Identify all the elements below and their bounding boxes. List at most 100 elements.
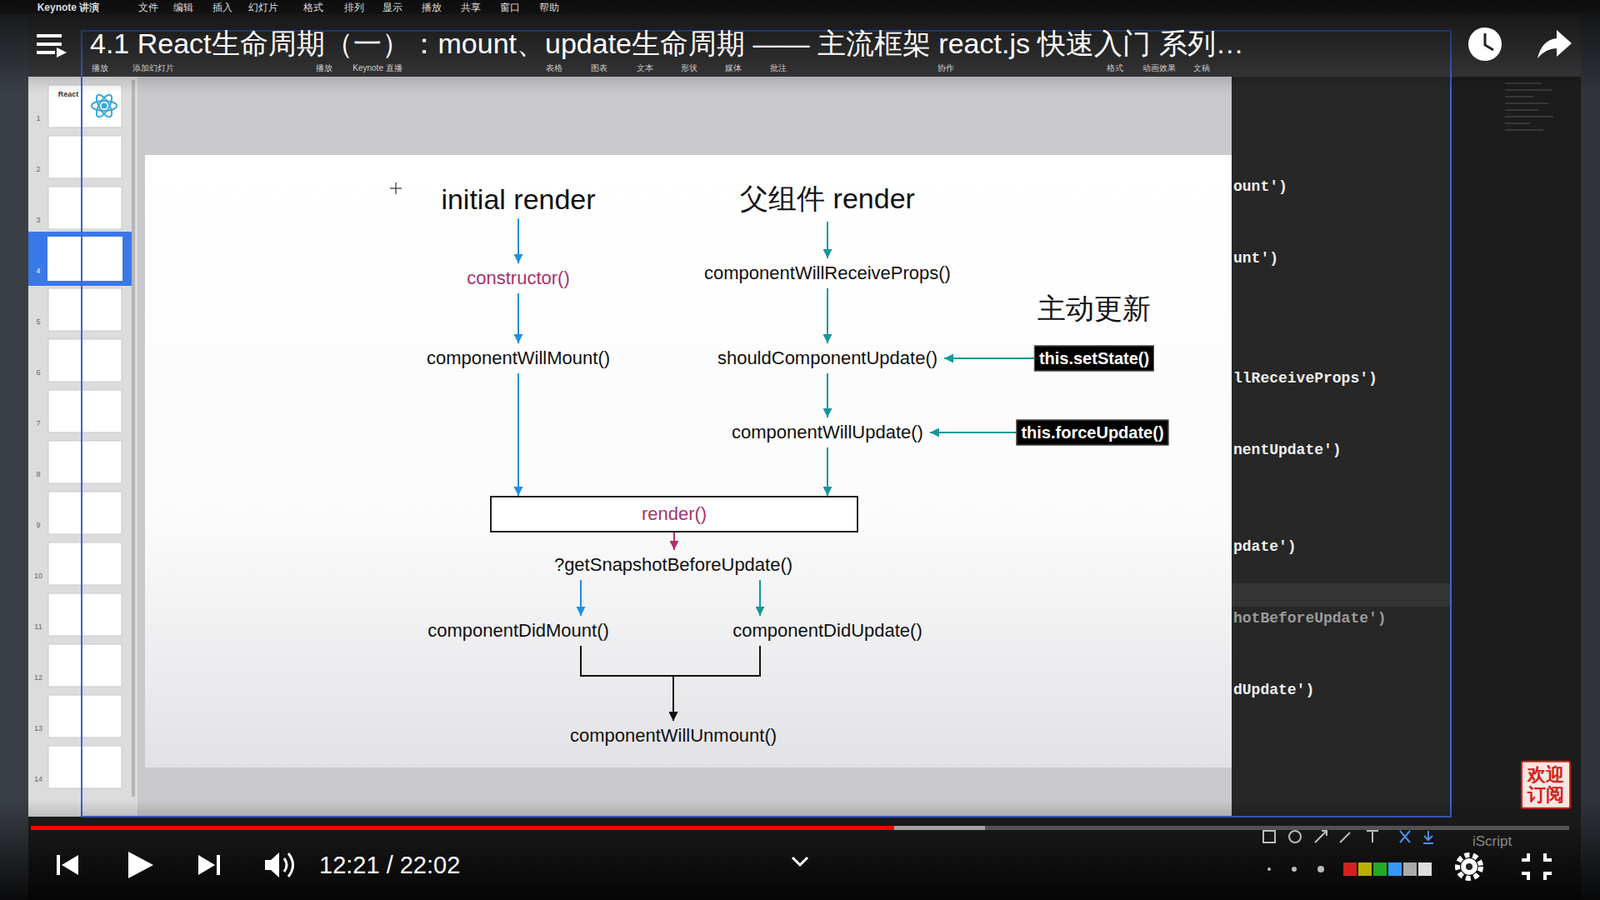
menu-item: 共享 bbox=[460, 0, 481, 15]
thumbnail bbox=[48, 542, 122, 585]
node-text: initial render bbox=[440, 183, 595, 216]
slide-number: 9 bbox=[35, 520, 40, 530]
tool-icon bbox=[1366, 830, 1379, 843]
volume-wave bbox=[288, 853, 294, 877]
node-text: 父组件 render bbox=[740, 180, 915, 219]
thumbnail-title: React bbox=[58, 90, 80, 99]
trigger-box: this.forceUpdate() bbox=[1015, 420, 1169, 446]
lifecycle-method: shouldComponentUpdate() bbox=[710, 343, 945, 374]
node-text: shouldComponentUpdate() bbox=[717, 347, 938, 370]
toolbar-label: 添加幻灯片 bbox=[132, 62, 175, 75]
react-logo bbox=[91, 92, 117, 120]
next-icon bbox=[198, 855, 215, 875]
render-box: render() bbox=[490, 495, 859, 533]
color-chip bbox=[1373, 862, 1387, 876]
scrollbar bbox=[131, 80, 135, 797]
selected-band bbox=[28, 231, 132, 286]
thumbnail bbox=[48, 593, 122, 636]
minimap-line bbox=[1505, 116, 1554, 118]
watch-later-icon bbox=[1468, 27, 1502, 61]
minimap-line bbox=[1505, 96, 1534, 98]
logo-orbit bbox=[93, 92, 115, 120]
share-icon bbox=[1537, 30, 1572, 59]
slide-number: 7 bbox=[35, 419, 40, 428]
tool-icon bbox=[1289, 830, 1301, 843]
thumbnails bbox=[48, 85, 122, 789]
thumbnail bbox=[48, 644, 122, 687]
slide-number: 4 bbox=[35, 266, 40, 275]
toolbar-label: Keynote 直播 bbox=[352, 62, 402, 75]
volume-wave bbox=[284, 858, 287, 872]
settings-icon bbox=[1457, 855, 1481, 879]
annotation-colors bbox=[1267, 862, 1432, 876]
flow-arrow bbox=[517, 219, 520, 265]
thumbnail bbox=[48, 339, 122, 382]
menu-item: 播放 bbox=[421, 0, 442, 15]
phase-heading: 父组件 render bbox=[733, 176, 922, 222]
node-text: this.forceUpdate() bbox=[1020, 423, 1164, 443]
toolbar-label: 文稿 bbox=[1193, 62, 1210, 75]
toolbar-label: 协作 bbox=[937, 62, 955, 75]
trigger-box: this.setState() bbox=[1034, 345, 1155, 372]
slide-number: 5 bbox=[35, 317, 40, 326]
prev-icon bbox=[56, 855, 60, 875]
lifecycle-method: ?getSnapshotBeforeUpdate() bbox=[547, 550, 800, 580]
progress-buffer bbox=[30, 825, 985, 830]
code-text: pdate') bbox=[1233, 538, 1297, 555]
node-text: this.setState() bbox=[1039, 349, 1150, 369]
settings-icon bbox=[1460, 858, 1478, 875]
lifecycle-method: componentDidUpdate() bbox=[725, 615, 929, 646]
toolbar-label: 格式 bbox=[1106, 62, 1124, 75]
clock-hands bbox=[1485, 33, 1494, 50]
logo-orbit bbox=[93, 92, 115, 120]
flow-arrow bbox=[930, 431, 1017, 434]
menu-item: 文件 bbox=[138, 0, 159, 15]
flow-arrow bbox=[826, 288, 829, 344]
code-panel bbox=[1231, 76, 1451, 817]
play-icon bbox=[128, 851, 154, 879]
minimap-line bbox=[1505, 123, 1530, 125]
toolbar-label: 图表 bbox=[590, 62, 608, 75]
recording-frame bbox=[81, 30, 1451, 817]
annotation-tools bbox=[1263, 830, 1434, 844]
slide-number: 10 bbox=[34, 571, 43, 580]
flow-arrow bbox=[826, 447, 829, 496]
slide-number: 14 bbox=[34, 775, 43, 784]
size-dot bbox=[1317, 865, 1325, 873]
logo-orbit bbox=[91, 100, 117, 111]
lifecycle-method: componentDidMount() bbox=[420, 615, 616, 646]
cursor-cross bbox=[390, 182, 402, 195]
thumbnail bbox=[48, 491, 122, 535]
node-text: componentWillMount() bbox=[426, 347, 610, 370]
next-icon bbox=[216, 855, 220, 875]
thumbnail bbox=[48, 135, 122, 179]
flow-arrow bbox=[517, 373, 520, 496]
flow-arrow bbox=[826, 373, 829, 418]
progress-track bbox=[30, 825, 1570, 830]
node-text: componentDidUpdate() bbox=[732, 620, 922, 642]
menu-item: Keynote 讲演 bbox=[37, 0, 100, 15]
code-text: hotBeforeUpdate') bbox=[1233, 610, 1387, 627]
minimap-line bbox=[1505, 130, 1544, 131]
thumbnail bbox=[48, 390, 122, 433]
toolbar-label: 播放 bbox=[91, 62, 109, 75]
code-text: nentUpdate') bbox=[1233, 441, 1342, 459]
thumbnail-panel bbox=[28, 76, 138, 817]
color-chip bbox=[1343, 862, 1357, 876]
player-controls bbox=[56, 851, 280, 879]
toolbar-label: 媒体 bbox=[725, 62, 742, 75]
menu-item: 格式 bbox=[303, 0, 324, 15]
phase-heading: initial render bbox=[434, 180, 602, 220]
slide-number: 8 bbox=[35, 470, 40, 479]
thumbnail bbox=[48, 186, 122, 230]
tool-icon bbox=[1263, 830, 1275, 843]
menu-item: 幻灯片 bbox=[248, 0, 279, 15]
color-chip bbox=[1358, 862, 1372, 876]
cursor-line bbox=[395, 182, 397, 195]
minimap-line bbox=[1505, 103, 1549, 105]
lifecycle-method: constructor() bbox=[460, 263, 576, 294]
node-text: render() bbox=[641, 503, 707, 525]
thumbnail bbox=[48, 440, 122, 484]
slide-number: 11 bbox=[34, 622, 42, 631]
